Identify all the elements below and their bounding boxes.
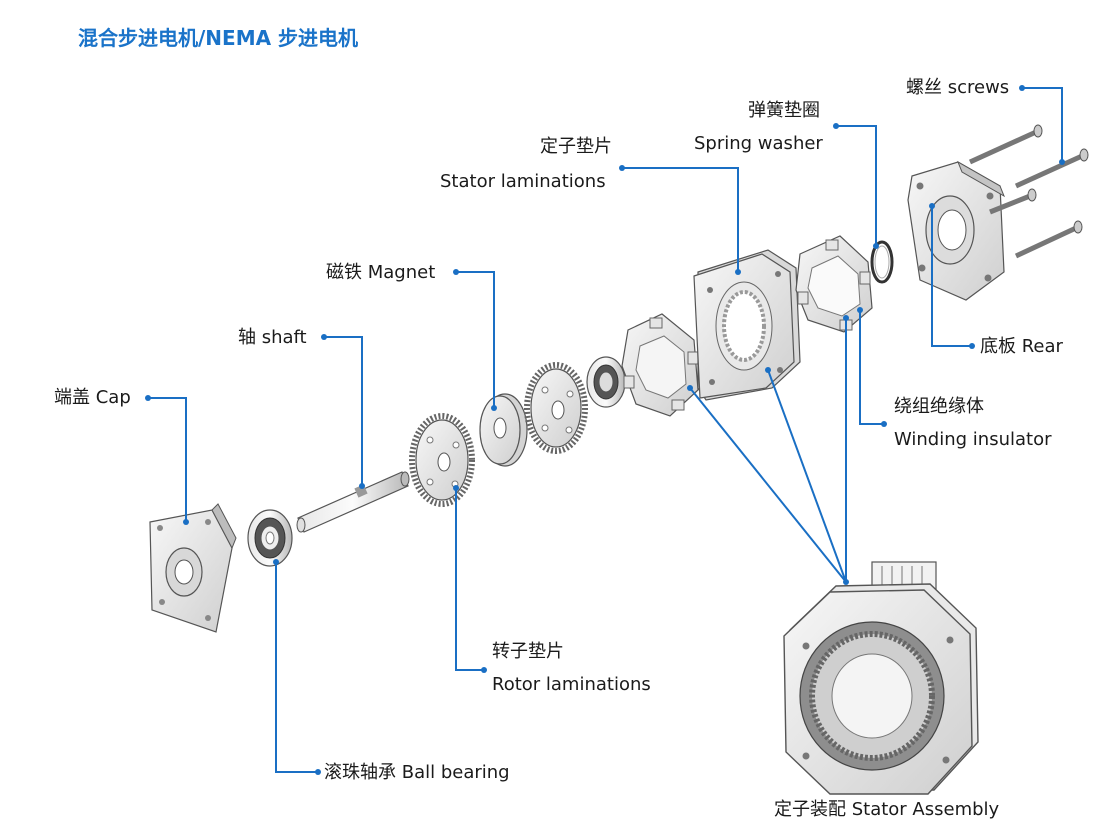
label-stator-laminations-cn: 定子垫片 bbox=[540, 136, 612, 157]
label-spring-washer-cn: 弹簧垫圈 bbox=[748, 100, 820, 121]
label-winding-insulator-cn: 绕组绝缘体 bbox=[894, 396, 984, 417]
spring-washer-part bbox=[870, 240, 894, 284]
leader-lines bbox=[148, 87, 1063, 773]
leader-shaft bbox=[324, 336, 363, 486]
leader-stator-assembly-2 bbox=[767, 369, 847, 583]
label-rear: 底板 Rear bbox=[980, 336, 1063, 357]
shaft-part bbox=[296, 471, 410, 533]
rotor-laminations-rear-part bbox=[524, 362, 588, 454]
winding-insulator-front-part bbox=[621, 313, 699, 417]
label-cap: 端盖 Cap bbox=[54, 387, 131, 408]
leader-screws bbox=[1022, 87, 1063, 162]
leader-rotor-laminations bbox=[455, 488, 484, 671]
ball-bearing-part bbox=[247, 509, 293, 567]
leader-stator-laminations bbox=[622, 167, 739, 272]
leader-rear bbox=[931, 206, 972, 347]
stator-laminations-part bbox=[693, 249, 801, 401]
rotor-laminations-front-part bbox=[409, 413, 475, 507]
label-ball-bearing: 滚珠轴承 Ball bearing bbox=[324, 762, 510, 783]
rear-ball-bearing-part bbox=[586, 356, 626, 408]
magnet-part bbox=[479, 393, 528, 467]
cap-part bbox=[149, 503, 237, 633]
label-stator-laminations-en: Stator laminations bbox=[440, 171, 606, 192]
winding-insulator-rear-part bbox=[795, 235, 873, 333]
stator-assembly-part bbox=[783, 561, 979, 795]
leader-cap bbox=[148, 397, 187, 522]
label-stator-assembly: 定子装配 Stator Assembly bbox=[774, 799, 1000, 820]
label-winding-insulator-en: Winding insulator bbox=[894, 429, 1052, 450]
screws-part bbox=[968, 124, 1089, 259]
leader-dots bbox=[145, 85, 1065, 775]
label-rotor-laminations-en: Rotor laminations bbox=[492, 674, 651, 695]
label-shaft: 轴 shaft bbox=[238, 327, 307, 348]
leader-ball-bearing bbox=[275, 562, 318, 773]
page-title: 混合步进电机/NEMA 步进电机 bbox=[78, 26, 359, 50]
label-rotor-laminations-cn: 转子垫片 bbox=[492, 641, 564, 662]
leader-winding-insulator bbox=[859, 310, 884, 425]
leader-stator-assembly-1 bbox=[689, 387, 847, 583]
leader-magnet bbox=[456, 271, 495, 408]
rear-part bbox=[907, 160, 1005, 301]
label-magnet: 磁铁 Magnet bbox=[326, 262, 436, 283]
label-spring-washer-en: Spring washer bbox=[694, 133, 823, 154]
label-screws: 螺丝 screws bbox=[906, 77, 1010, 98]
leader-spring-washer bbox=[836, 125, 877, 246]
